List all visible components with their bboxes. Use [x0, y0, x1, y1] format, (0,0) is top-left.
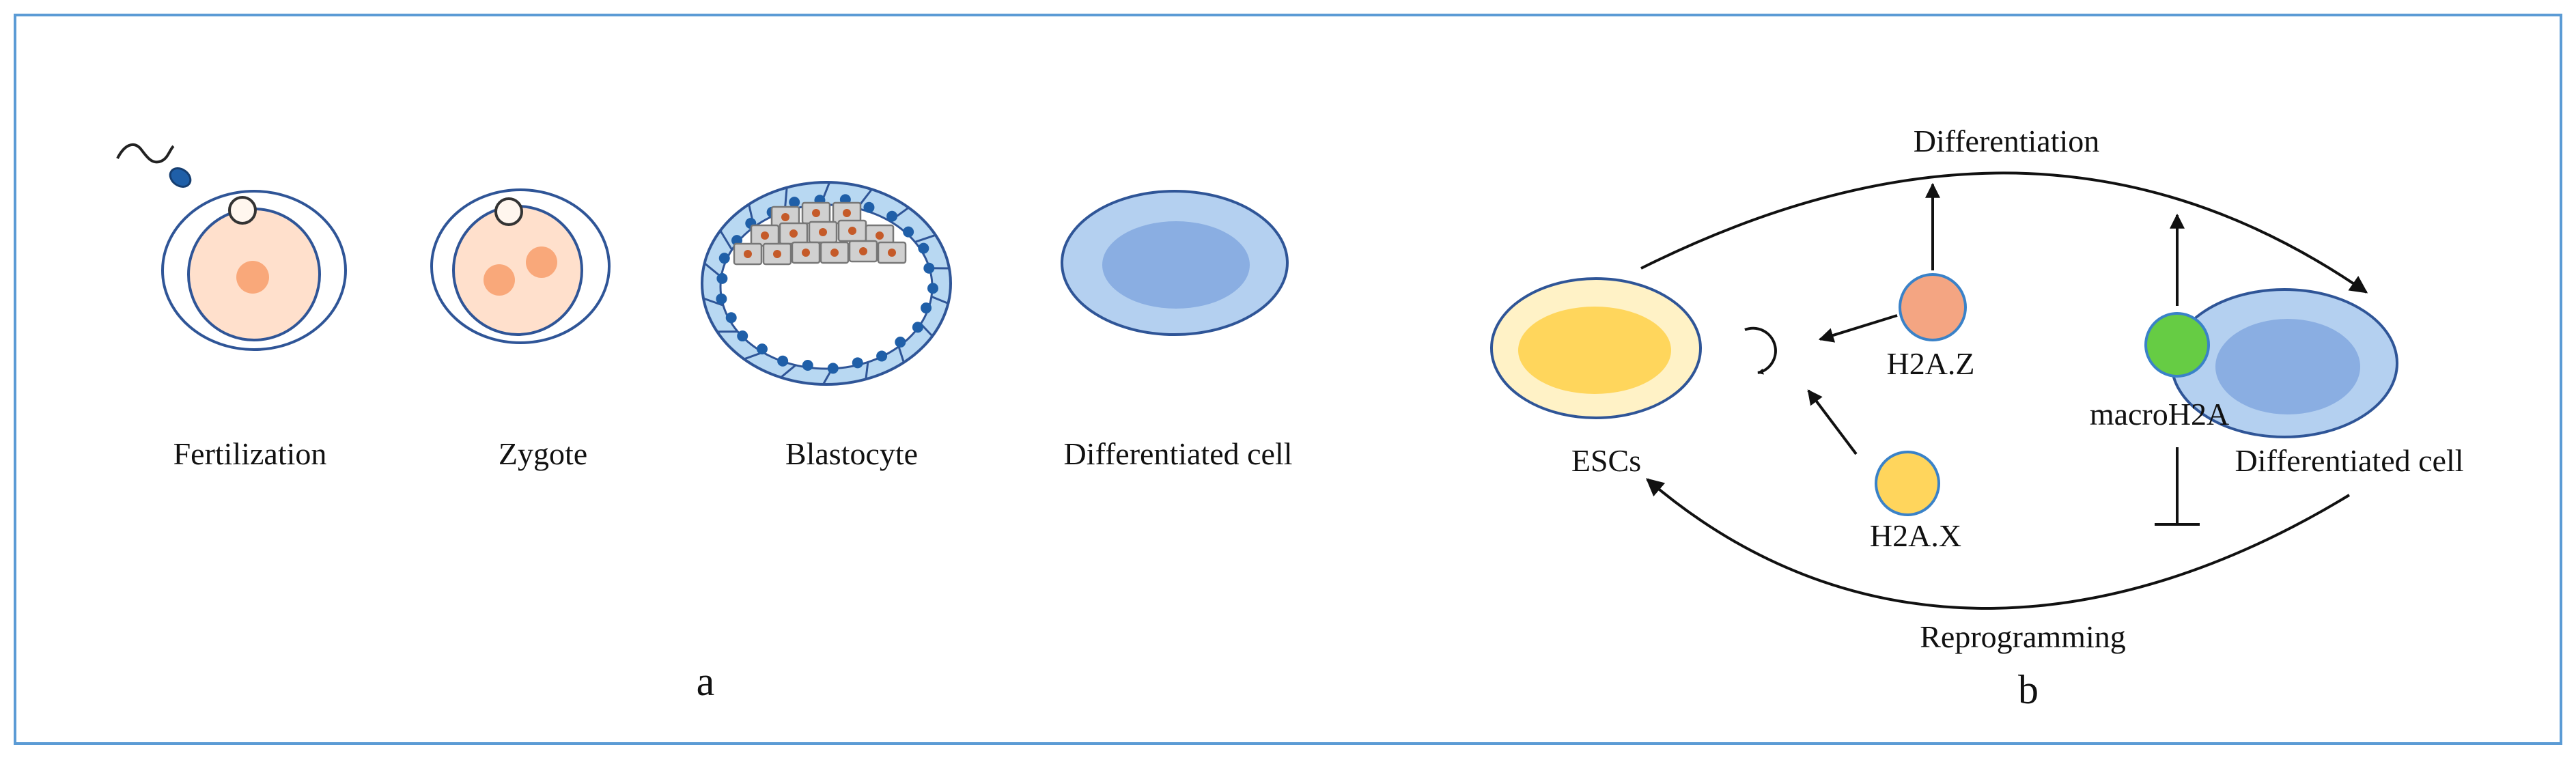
icm-cell-nucleus: [773, 250, 781, 258]
trophectoderm-nucleus: [802, 360, 813, 371]
icm-cell-nucleus: [781, 213, 789, 221]
trophectoderm-nucleus: [927, 283, 938, 294]
trophectoderm-nucleus: [828, 363, 839, 373]
trophectoderm-nucleus: [876, 351, 887, 362]
trophectoderm-nucleus: [777, 356, 788, 367]
cell-nucleus: [2215, 319, 2360, 414]
icm-cell-nucleus: [744, 250, 752, 258]
icm-cell-nucleus: [761, 231, 769, 240]
cell-nucleus: [1102, 221, 1250, 309]
stage-label-blastocyte: Blastocyte: [785, 436, 918, 471]
pronucleus-1: [484, 264, 515, 296]
h2az-label: H2A.Z: [1886, 346, 1974, 381]
trophectoderm-nucleus: [912, 322, 923, 333]
egg-nucleus: [236, 261, 269, 294]
panel-b-label: b: [2018, 667, 2039, 712]
esc-nucleus: [1518, 307, 1671, 394]
trophectoderm-nucleus: [716, 273, 727, 284]
trophectoderm-nucleus: [863, 202, 874, 213]
differentiated-cell-label-b: Differentiated cell: [2235, 443, 2463, 478]
differentiation-label: Differentiation: [1914, 124, 2100, 158]
icm-cell-nucleus: [888, 249, 896, 257]
icm-cell-nucleus: [789, 229, 798, 238]
icm-cell-nucleus: [843, 209, 851, 217]
trophectoderm-nucleus: [852, 357, 863, 368]
pronucleus-2: [526, 246, 557, 278]
zygote-cell: [453, 206, 582, 335]
trophectoderm-nucleus: [789, 197, 800, 208]
trophectoderm-nucleus: [895, 337, 906, 348]
icm-cell-nucleus: [848, 227, 856, 235]
h2az-circle: [1900, 274, 1965, 340]
polar-body: [496, 199, 522, 225]
trophectoderm-nucleus: [921, 302, 932, 313]
stage-label-fertilization: Fertilization: [173, 436, 327, 471]
icm-cell-nucleus: [802, 249, 810, 257]
trophectoderm-nucleus: [757, 343, 768, 354]
trophectoderm-nucleus: [737, 330, 748, 341]
panel-a-label: a: [697, 659, 715, 704]
stage-label-differentiated-cell: Differentiated cell: [1063, 436, 1292, 471]
icm-cell-nucleus: [812, 209, 820, 217]
trophectoderm-nucleus: [923, 263, 934, 274]
icm-cell-nucleus: [876, 231, 884, 240]
polar-body: [229, 197, 255, 223]
macroh2a-label: macroH2A: [2090, 397, 2229, 432]
trophectoderm-nucleus: [918, 243, 929, 254]
trophectoderm-nucleus: [716, 294, 727, 305]
icm-cell-nucleus: [859, 247, 867, 255]
trophectoderm-nucleus: [886, 211, 897, 222]
trophectoderm-nucleus: [719, 253, 730, 264]
trophectoderm-nucleus: [726, 312, 737, 323]
reprogramming-label: Reprogramming: [1920, 619, 2126, 654]
macroh2a-circle: [2146, 313, 2209, 376]
icm-cell-nucleus: [830, 249, 839, 257]
trophectoderm-nucleus: [903, 227, 914, 238]
icm-cell-nucleus: [819, 228, 827, 236]
stage-label-zygote: Zygote: [499, 436, 587, 471]
esc-label: ESCs: [1571, 443, 1641, 478]
h2ax-label: H2A.X: [1870, 518, 1961, 553]
h2ax-circle: [1876, 452, 1939, 515]
